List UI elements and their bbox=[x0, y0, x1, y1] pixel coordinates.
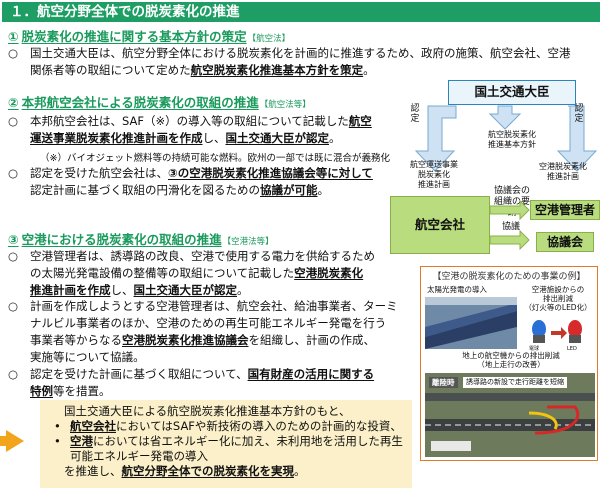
airline-box: 航空会社 bbox=[390, 196, 490, 254]
taxiway-note: 誘導路の新設で走行距離を短縮 bbox=[463, 377, 567, 388]
airport-manager-box: 空港管理者 bbox=[530, 200, 600, 220]
led-before-label: 電球 bbox=[529, 346, 540, 352]
basic-policy-label: 航空脱炭素化 推進基本方針 bbox=[488, 130, 536, 149]
consult-label: 協議 bbox=[501, 222, 520, 232]
bullet-marker: ○ bbox=[8, 249, 19, 263]
airport-plan-label: 空港脱炭素化 推進計画 bbox=[539, 162, 587, 181]
consult-arrow bbox=[490, 229, 530, 250]
approval-label-left: 認定 bbox=[410, 104, 420, 124]
bullet-marker: ○ bbox=[8, 299, 19, 313]
saf-footnote: （※）バイオジェット燃料等の持続可能な燃料。欧州の一部では既に混合が義務化 bbox=[40, 153, 390, 164]
ground-emission-label: 地上の航空機からの排出削減 （地上走行の改善） bbox=[462, 351, 560, 369]
approval-arrow-right bbox=[556, 105, 598, 172]
council-box: 協議会 bbox=[536, 232, 594, 252]
example-projects-box: 【空港の脱炭素化のための事業の例】 太陽光発電の導入 空港施設からの 排出削減 … bbox=[420, 266, 598, 461]
solar-panel-image bbox=[425, 297, 517, 349]
airline-plan-label: 航空運送事業 脱炭素化 推進計画 bbox=[410, 160, 458, 189]
diagram-arrows bbox=[414, 105, 598, 172]
bullet-marker: ○ bbox=[8, 367, 19, 381]
policy-arrow-down bbox=[488, 105, 522, 130]
led-lights-image bbox=[532, 320, 582, 343]
approval-label-right: 認定 bbox=[574, 104, 584, 124]
bullet-marker: ○ bbox=[8, 46, 19, 60]
summary-arrow-stem bbox=[0, 436, 8, 446]
runway-tag: 離陸時 bbox=[429, 377, 458, 388]
request-arrow bbox=[490, 200, 530, 221]
led-after-label: LED bbox=[567, 346, 577, 352]
page-title: １．航空分野全体での脱炭素化の推進 bbox=[2, 2, 600, 22]
summary-arrow-icon bbox=[6, 430, 24, 452]
minister-box: 国土交通大臣 bbox=[448, 80, 576, 105]
bullet-marker: ○ bbox=[8, 114, 19, 128]
led-label: 空港施設からの 排出削減 （灯火等のLED化） bbox=[524, 285, 592, 312]
solar-label: 太陽光発電の導入 bbox=[427, 285, 487, 294]
example-title: 【空港の脱炭素化のための事業の例】 bbox=[432, 272, 586, 282]
flow-arrows bbox=[490, 200, 530, 250]
approval-arrow-left bbox=[414, 105, 457, 172]
bullet-marker: ○ bbox=[8, 166, 19, 180]
summary-box: 国土交通大臣による航空脱炭素化推進基本方針のもと、 • 航空会社においてはSAF… bbox=[40, 400, 412, 488]
